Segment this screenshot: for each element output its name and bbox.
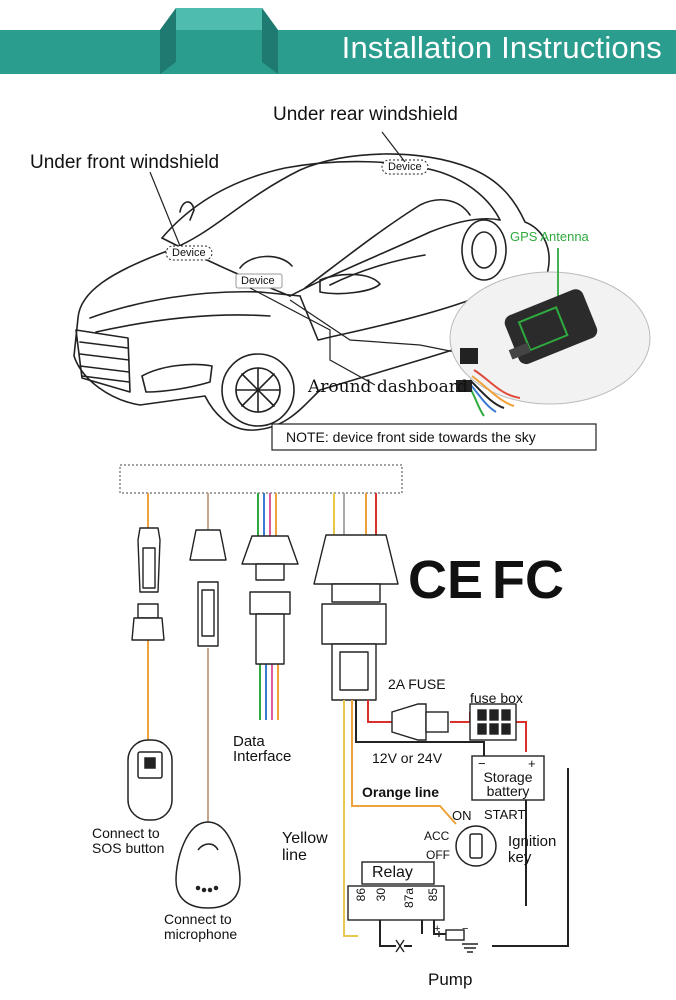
relay-pin-87a: 87a	[402, 888, 416, 909]
header-banner: Installation Instructions	[0, 0, 676, 78]
device-tag-front	[165, 245, 213, 261]
device-label-dash: Device	[241, 275, 275, 287]
relay-pin-30: 30	[374, 888, 388, 902]
relay-title: Relay	[372, 864, 413, 881]
note-box	[271, 423, 597, 451]
relay-pin-86: 86	[354, 888, 368, 902]
microphone-icon	[175, 821, 241, 909]
label-data-interface: Data Interface	[233, 733, 292, 765]
label-ign-on: ON	[452, 808, 472, 823]
label-around-dashboard: Around dashboard	[308, 377, 468, 397]
relay-pin-85: 85	[426, 888, 440, 902]
device-tag-dash	[235, 273, 283, 289]
label-ign-start: START	[484, 807, 526, 822]
label-under-rear-windshield: Under rear windshield	[273, 104, 458, 125]
device-label-front: Device	[172, 247, 206, 259]
device-tag-rear	[381, 159, 429, 175]
label-ignition-key: Ignition key	[508, 833, 557, 866]
device-connector-block	[119, 464, 403, 494]
car-illustration	[73, 131, 651, 451]
battery-minus: −	[478, 756, 486, 771]
label-voltage: 12V or 24V	[372, 750, 443, 766]
note-text: NOTE: device front side towards the sky	[286, 429, 536, 445]
label-ign-acc: ACC	[424, 829, 450, 843]
page-title: Installation Instructions	[341, 30, 662, 65]
fc-mark: FC	[492, 550, 564, 610]
battery-plus: +	[528, 756, 536, 771]
label-sos: Connect to SOS button	[92, 825, 165, 856]
label-under-front-windshield: Under front windshield	[30, 152, 220, 173]
label-fuse-box: fuse box	[470, 690, 523, 706]
label-gps-antenna: GPS Antenna	[510, 229, 589, 244]
pump-plus: +	[434, 923, 441, 935]
device-label-rear: Device	[388, 161, 422, 173]
label-pump: Pump	[428, 970, 473, 989]
label-yellow-line: Yellow line	[282, 830, 328, 864]
ce-mark: CE	[408, 550, 483, 610]
banner-shape	[0, 0, 676, 78]
label-ign-off: OFF	[426, 848, 450, 862]
label-microphone: Connect to microphone	[164, 911, 238, 942]
label-storage-battery: Storage battery	[483, 769, 533, 799]
label-fuse: 2A FUSE	[388, 676, 446, 692]
relay-box	[361, 861, 435, 885]
pump-minus: −	[462, 923, 469, 935]
storage-battery	[471, 755, 545, 801]
label-orange-line: Orange line	[362, 784, 440, 800]
